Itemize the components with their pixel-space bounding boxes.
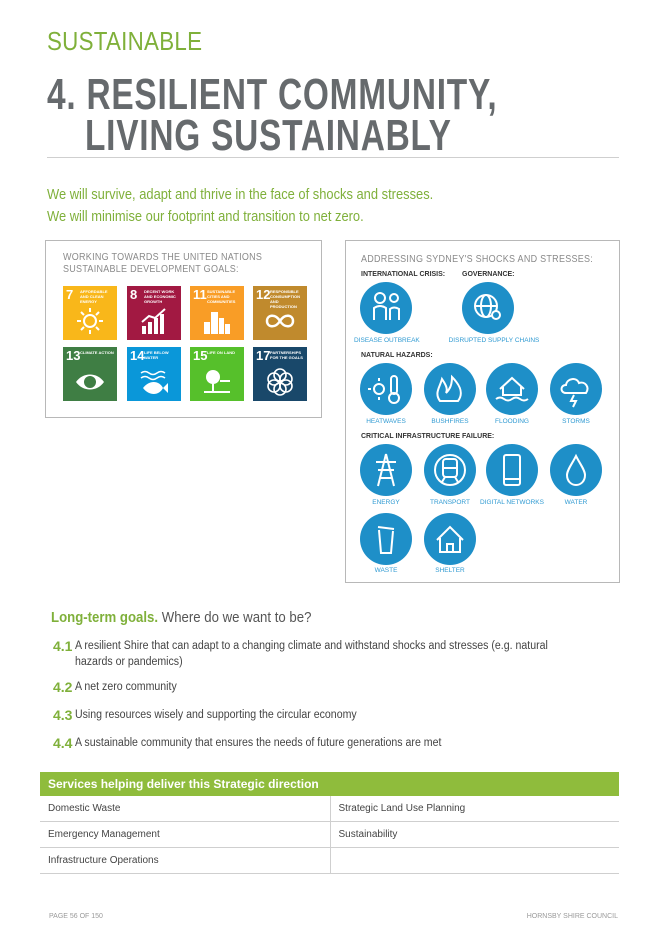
disease-outbreak-icon <box>360 282 412 334</box>
table-cell: Domestic Waste <box>48 803 121 814</box>
tree-icon <box>204 370 230 393</box>
sdg-tile-number: 12 <box>256 287 271 302</box>
sdg-tile-number: 13 <box>66 348 81 363</box>
sdg-tile-label: LIFE BELOW WATER <box>144 350 169 360</box>
goal-item: 4.2 A net zero community <box>53 679 613 695</box>
sdg-tile-13: 13 CLIMATE ACTION <box>63 347 117 401</box>
hazards-heading: ADDRESSING SYDNEY'S SHOCKS AND STRESSES: <box>361 254 594 265</box>
sdg-tile-label: RESPONSIBLE CONSUMPTION AND PRODUCTION <box>270 289 300 309</box>
eye-globe-icon <box>76 374 104 390</box>
sdg-tile-11: 11 SUSTAINABLE CITIES AND COMMUNITIES <box>190 286 244 340</box>
table-row: Infrastructure Operations <box>40 848 619 874</box>
goal-number: 4.3 <box>53 707 73 723</box>
goal-text: A sustainable community that ensures the… <box>75 737 442 749</box>
section-label: SUSTAINABLE <box>47 26 203 56</box>
table-cell: Sustainability <box>329 822 620 847</box>
storm-cloud-icon <box>550 363 602 415</box>
goal-text: A resilient Shire that can adapt to a ch… <box>75 640 548 668</box>
natural-hazards-label: NATURAL HAZARDS: <box>361 352 433 359</box>
table-cell <box>329 848 620 873</box>
table-row: Domestic Waste Strategic Land Use Planni… <box>40 796 619 822</box>
goals-heading-question: Where do we want to be? <box>161 609 312 626</box>
goal-number: 4.2 <box>53 679 73 695</box>
transport-label: TRANSPORT <box>430 499 470 506</box>
critical-infrastructure-label: CRITICAL INFRASTRUCTURE FAILURE: <box>361 433 495 440</box>
globe-supply-icon <box>462 282 514 334</box>
sdg-tile-label: DECENT WORK AND ECONOMIC GROWTH <box>144 289 176 304</box>
water-label: WATER <box>564 499 588 506</box>
goal-item: 4.1 A resilient Shire that can adapt to … <box>53 638 613 670</box>
shocks-stresses-panel: ADDRESSING SYDNEY'S SHOCKS AND STRESSES:… <box>345 240 620 583</box>
sdg-tile-number: 7 <box>66 287 74 302</box>
page-title-line-2: LIVING SUSTAINABLY <box>85 111 452 160</box>
services-table: Services helping deliver this Strategic … <box>40 772 619 874</box>
table-cell: Emergency Management <box>48 829 160 840</box>
goal-text: Using resources wisely and supporting th… <box>75 709 357 721</box>
bushfire-icon <box>424 363 476 415</box>
power-pylon-icon <box>360 444 412 496</box>
sun-icon <box>77 308 103 334</box>
long-term-goals-heading: Long-term goals. Where do we want to be? <box>51 609 311 626</box>
storms-label: STORMS <box>562 418 590 425</box>
sdg-tile-label: SUSTAINABLE CITIES AND COMMUNITIES <box>207 289 236 304</box>
smartphone-icon <box>486 444 538 496</box>
sdg-tile-label: AFFORDABLE AND CLEAN ENERGY <box>80 289 108 304</box>
table-cell: Strategic Land Use Planning <box>329 796 620 821</box>
sdg-tile-label: LIFE ON LAND <box>207 350 235 355</box>
page-number: PAGE 56 OF 150 <box>49 913 103 920</box>
supply-chains-label: DISRUPTED SUPPLY CHAINS <box>448 337 540 344</box>
waste-bin-icon <box>360 513 412 565</box>
flooding-label: FLOODING <box>495 418 529 425</box>
sdg-heading-line-2: SUSTAINABLE DEVELOPMENT GOALS: <box>63 264 239 275</box>
sdg-goals-panel: WORKING TOWARDS THE UNITED NATIONS SUSTA… <box>45 240 322 418</box>
goal-item: 4.3 Using resources wisely and supportin… <box>53 707 613 723</box>
sdg-tile-7: 7 AFFORDABLE AND CLEAN ENERGY <box>63 286 117 340</box>
flood-house-icon <box>486 363 538 415</box>
footer-org: HORNSBY SHIRE COUNCIL <box>526 913 618 920</box>
house-icon <box>424 513 476 565</box>
intro-line-2: We will minimise our footprint and trans… <box>47 208 364 225</box>
international-crisis-label: INTERNATIONAL CRISIS: <box>361 271 446 278</box>
intro-line-1: We will survive, adapt and thrive in the… <box>47 186 434 203</box>
heatwaves-label: HEATWAVES <box>366 418 406 425</box>
services-table-header: Services helping deliver this Strategic … <box>40 772 619 796</box>
page-title-line-1: 4. RESILIENT COMMUNITY, <box>47 70 498 119</box>
title-divider <box>47 157 619 158</box>
train-icon <box>424 444 476 496</box>
shelter-label: SHELTER <box>435 567 465 574</box>
heatwave-icon <box>360 363 412 415</box>
goal-text: A net zero community <box>75 681 177 693</box>
bushfires-label: BUSHFIRES <box>431 418 469 425</box>
governance-label: GOVERNANCE: <box>462 271 515 278</box>
sdg-tile-number: 11 <box>193 287 207 302</box>
goals-heading-bold: Long-term goals. <box>51 609 159 626</box>
waste-label: WASTE <box>374 567 398 574</box>
sdg-tile-number: 14 <box>130 348 145 363</box>
sdg-tile-number: 8 <box>130 287 138 302</box>
sdg-tile-14: 14 LIFE BELOW WATER <box>127 347 181 401</box>
sdg-tile-label: CLIMATE ACTION <box>80 350 114 355</box>
goal-number: 4.1 <box>53 638 73 654</box>
sdg-tile-15: 15 LIFE ON LAND <box>190 347 244 401</box>
sdg-tile-17: 17 PARTNERSHIPS FOR THE GOALS <box>253 347 307 401</box>
water-drop-icon <box>550 444 602 496</box>
fish-icon <box>140 370 168 394</box>
growth-chart-icon <box>141 308 166 334</box>
sdg-tile-12: 12 RESPONSIBLE CONSUMPTION AND PRODUCTIO… <box>253 286 307 340</box>
city-icon <box>204 312 230 334</box>
energy-label: ENERGY <box>372 499 400 506</box>
goal-item: 4.4 A sustainable community that ensures… <box>53 735 613 751</box>
sdg-tile-8: 8 DECENT WORK AND ECONOMIC GROWTH <box>127 286 181 340</box>
disease-outbreak-label: DISEASE OUTBREAK <box>354 337 420 344</box>
infinity-icon <box>265 314 295 328</box>
sdg-tile-label: PARTNERSHIPS FOR THE GOALS <box>270 350 303 360</box>
digital-networks-label: DIGITAL NETWORKS <box>480 499 544 506</box>
flower-ring-icon <box>267 368 293 396</box>
goal-number: 4.4 <box>53 735 73 751</box>
sdg-tile-number: 17 <box>256 348 271 363</box>
table-cell: Infrastructure Operations <box>48 855 159 866</box>
sdg-tile-number: 15 <box>193 348 208 363</box>
sdg-heading-line-1: WORKING TOWARDS THE UNITED NATIONS <box>63 252 263 263</box>
table-row: Emergency Management Sustainability <box>40 822 619 848</box>
